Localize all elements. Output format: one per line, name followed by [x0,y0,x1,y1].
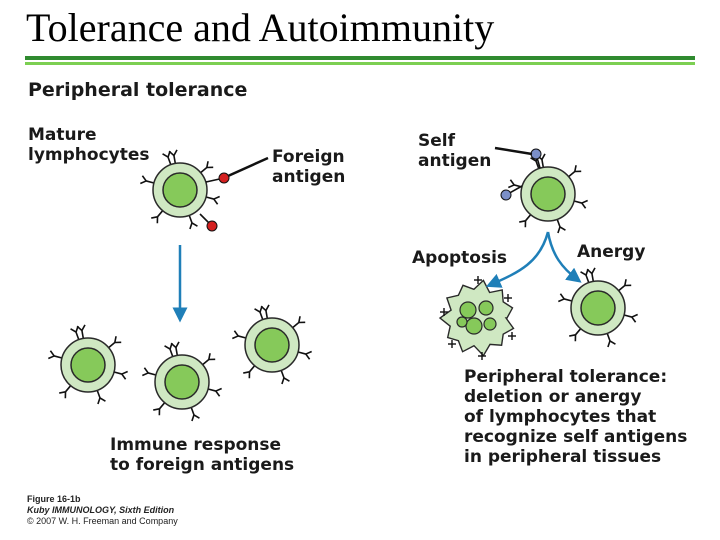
receptor-icon [142,367,157,377]
receptor-icon [440,308,448,316]
receptor-icon [573,199,588,209]
receptor-icon [568,165,582,178]
lymphocyte-foreign-binding [140,149,230,232]
self-antigen-pointer [494,146,533,156]
slide-title: Tolerance and Autoimmunity [26,5,495,50]
title-rule-dark [25,56,695,60]
receptor-icon [556,219,566,234]
receptor-icon [478,352,486,360]
label-mature-lymphocytes: Mature lymphocytes [28,125,150,165]
receptor-icon [243,365,256,379]
receptor-icon [108,336,122,349]
receptor-icon [59,385,72,399]
receptor-icon [205,195,220,205]
lymphocyte-activated-3 [232,304,312,385]
receptor-icon [162,150,172,165]
receptor-icon [519,214,532,228]
foreign-antigen-icon [199,213,218,232]
receptor-icon [618,279,632,292]
receptor-icon [202,353,216,366]
lymphocyte-self-binding [500,148,588,234]
copyright-line: © 2007 W. H. Freeman and Company [27,516,178,526]
receptor-icon [207,387,222,397]
label-immune-response: Immune response to foreign antigens [110,435,295,475]
receptor-icon [190,407,200,422]
label-foreign-antigen: Foreign antigen [272,147,346,187]
receptor-icon [606,333,616,348]
receptor-icon [232,330,247,340]
receptor-icon [569,328,582,342]
receptor-icon [448,340,456,348]
foreign-antigen-icon [205,172,230,184]
receptor-icon [474,276,482,284]
title-rule-light [25,62,695,65]
receptor-icon [558,293,573,303]
receptor-icon [140,175,155,185]
receptor-icon [188,215,198,230]
receptor-icon [164,342,174,357]
receptor-icon [113,370,128,380]
receptor-icon [254,305,264,320]
anergic-lymphocyte [558,267,638,348]
book-title: Kuby IMMUNOLOGY, Sixth Edition [27,505,175,515]
apoptotic-lymphocyte [438,276,516,360]
receptor-icon [623,313,638,323]
lymphocyte-activated-1 [48,324,128,405]
section-title: Peripheral tolerance [28,79,248,101]
receptor-icon [70,325,80,340]
foreign-antigen-pointer [227,156,269,178]
arrow-anergy [546,231,582,283]
label-self-antigen: Self antigen [418,131,492,171]
receptor-icon [504,294,512,302]
lymphocyte-activated-2 [142,341,222,422]
receptor-icon [508,332,516,340]
receptor-icon [96,390,106,405]
receptor-icon [48,350,63,360]
label-apoptosis: Apoptosis [412,248,508,268]
receptor-icon [580,268,590,283]
receptor-icon [297,350,312,360]
label-anergy: Anergy [577,242,646,262]
figure-number: Figure 16-1b [27,494,81,504]
figure-caption: Figure 16-1b Kuby IMMUNOLOGY, Sixth Edit… [27,494,178,527]
receptor-icon [280,370,290,385]
receptor-icon [151,210,164,224]
receptor-icon [153,402,166,416]
label-peripheral-tolerance-description: Peripheral tolerance: deletion or anergy… [464,367,688,467]
receptor-icon [200,161,214,174]
arrow-apoptosis [485,231,550,288]
self-antigen-icon [500,185,523,201]
receptor-icon [292,316,306,329]
